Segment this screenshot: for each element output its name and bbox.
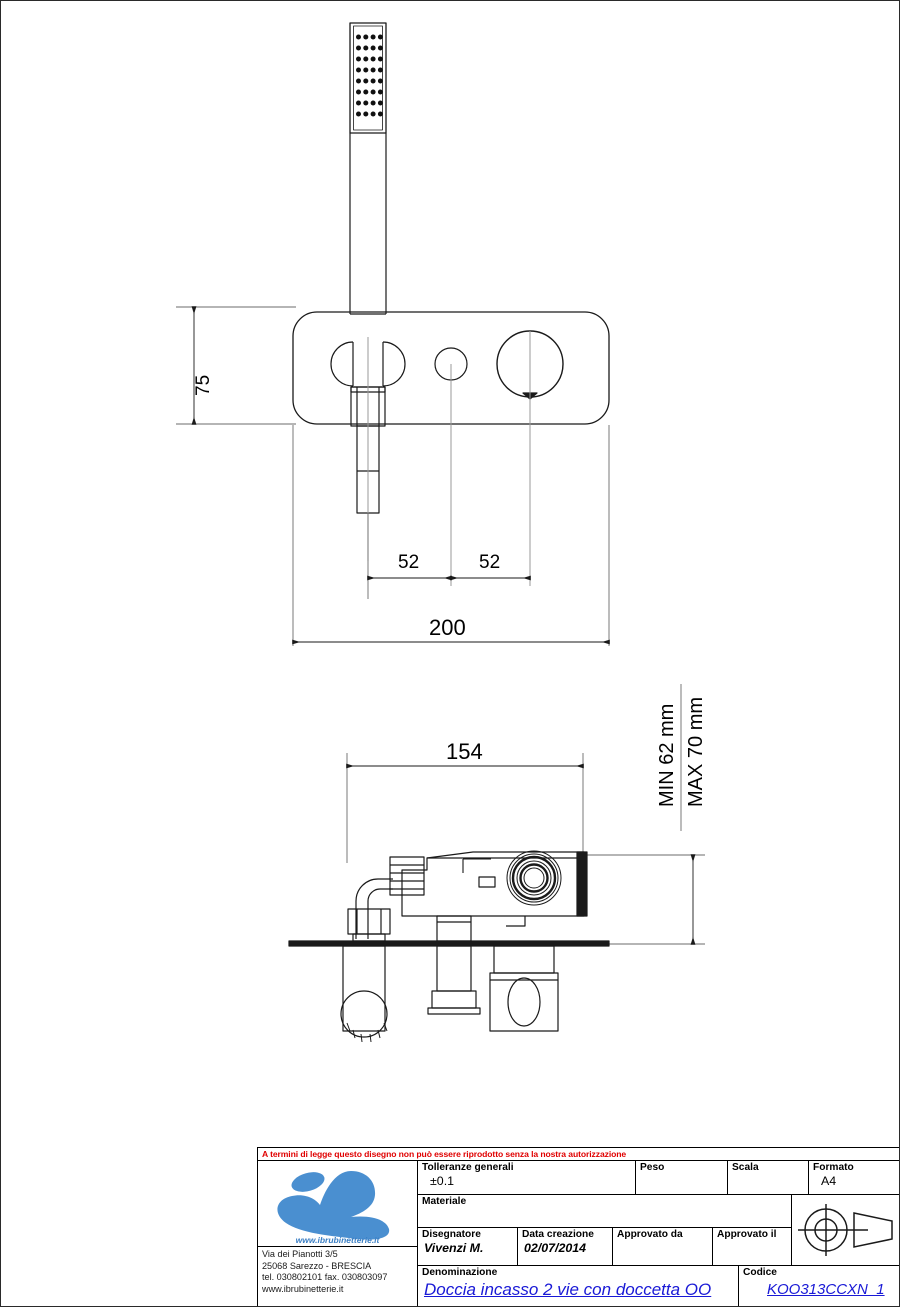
company-logo-box: www.ibrubinetterie.it: [258, 1161, 417, 1247]
field-approvato-da: Approvato da: [613, 1228, 713, 1265]
front-extension-lines: [292, 425, 610, 646]
shower-nozzle-grid: [356, 34, 383, 117]
address-line-3: tel. 030802101 fax. 030803097: [262, 1272, 388, 1283]
copyright-warning-text: A termini di legge questo disegno non pu…: [258, 1148, 899, 1161]
dimension-label-min-depth: MIN 62 mm: [656, 703, 678, 807]
elbow-pipe-assembly: [347, 856, 425, 942]
title-block-row-denominazione: Denominazione Doccia incasso 2 vie con d…: [418, 1265, 899, 1306]
company-block: www.ibrubinetterie.it Via dei Pianotti 3…: [258, 1161, 418, 1306]
dimension-label-154: 154: [446, 739, 483, 764]
first-angle-projection-icon: [797, 1204, 893, 1256]
field-scala-label: Scala: [732, 1162, 759, 1173]
dimension-label-200: 200: [429, 615, 466, 640]
field-disegnatore-label: Disegnatore: [422, 1229, 481, 1240]
dimension-label-52-left: 52: [398, 552, 420, 573]
centre-spigot: [436, 915, 472, 942]
field-approvato-da-label: Approvato da: [617, 1229, 683, 1240]
title-block-row-approvals: Disegnatore Vivenzi M. Data creazione 02…: [418, 1228, 791, 1265]
field-tolleranze-label: Tolleranze generali: [422, 1162, 514, 1173]
dimension-depth-minmax: [583, 684, 705, 945]
field-tolleranze-value: ±0.1: [430, 1174, 455, 1188]
threaded-port-rings: [506, 850, 562, 906]
field-data-creazione: Data creazione 02/07/2014: [518, 1228, 613, 1265]
field-peso-label: Peso: [640, 1162, 665, 1173]
logo-website-text: www.ibrubinetterie.it: [295, 1235, 380, 1245]
dimension-label-max-depth: MAX 70 mm: [685, 696, 707, 807]
address-line-2: 25068 Sarezzo - BRESCIA: [262, 1260, 372, 1271]
field-disegnatore: Disegnatore Vivenzi M.: [418, 1228, 518, 1265]
dimension-label-75: 75: [193, 374, 214, 396]
dimension-label-52-right: 52: [479, 552, 501, 573]
title-block-row-materiale: Materiale: [418, 1195, 791, 1228]
field-codice: Codice KOO313CCXN_1: [739, 1266, 899, 1306]
address-line-1: Via dei Pianotti 3/5: [262, 1249, 338, 1259]
field-denominazione: Denominazione Doccia incasso 2 vie con d…: [418, 1266, 739, 1306]
field-tolleranze: Tolleranze generali ±0.1: [418, 1161, 636, 1194]
field-denominazione-value: Doccia incasso 2 vie con doccetta OO: [424, 1280, 712, 1299]
field-disegnatore-value: Vivenzi M.: [424, 1241, 484, 1255]
section-wall-plate: [288, 940, 610, 947]
field-codice-value: KOO313CCXN_1: [767, 1281, 885, 1298]
field-data-creazione-label: Data creazione: [522, 1229, 594, 1240]
field-formato-value: A4: [821, 1174, 837, 1188]
water-splash-logo-icon: [277, 1171, 390, 1240]
field-data-creazione-value: 02/07/2014: [524, 1241, 587, 1255]
company-address: Via dei Pianotti 3/5 25068 Sarezzo - BRE…: [258, 1247, 417, 1295]
field-formato-label: Formato: [813, 1162, 854, 1173]
field-materiale-label: Materiale: [422, 1196, 467, 1207]
field-materiale: Materiale: [418, 1195, 791, 1227]
dimension-75: [176, 306, 296, 425]
address-line-4: www.ibrubinetterie.it: [262, 1283, 344, 1294]
field-scala: Scala: [728, 1161, 809, 1194]
title-block-fields: Tolleranze generali ±0.1 Peso Scala Form…: [418, 1161, 899, 1306]
front-view-group: [176, 22, 610, 646]
projection-symbol-cell: [791, 1195, 899, 1265]
valve-right-cap: [576, 851, 588, 917]
below-plate-parts: [340, 945, 559, 1043]
field-formato: Formato A4: [809, 1161, 899, 1194]
field-denominazione-label: Denominazione: [422, 1267, 498, 1278]
hand-shower-handle: [349, 133, 387, 315]
field-peso: Peso: [636, 1161, 728, 1194]
field-approvato-il: Approvato il: [713, 1228, 791, 1265]
title-block-row-specs: Tolleranze generali ±0.1 Peso Scala Form…: [418, 1161, 899, 1195]
title-block: A termini di legge questo disegno non pu…: [257, 1147, 899, 1306]
section-view-group: [288, 684, 705, 1043]
hand-shower-head: [349, 22, 387, 134]
field-codice-label: Codice: [743, 1267, 777, 1278]
dimension-154: [346, 753, 584, 863]
field-approvato-il-label: Approvato il: [717, 1229, 777, 1240]
